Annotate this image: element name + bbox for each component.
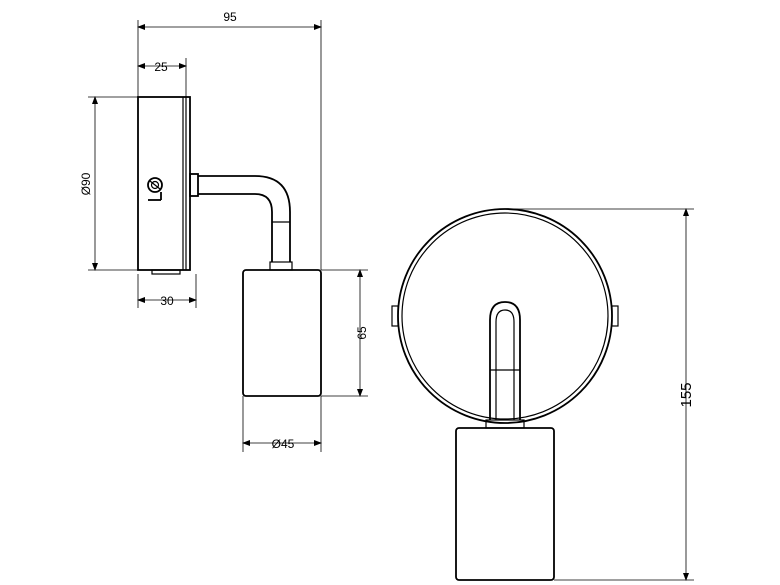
lamp-shade (242, 269, 322, 397)
screw-icon (147, 177, 163, 193)
dim-plate-offset: 30 (160, 294, 174, 308)
side-view (137, 96, 322, 397)
dim-plate-diameter: Ø90 (79, 172, 93, 195)
round-wall-plate (391, 208, 619, 424)
dim-total-width: 95 (223, 10, 237, 24)
lamp-arm (189, 173, 293, 271)
dim-total-height: 155 (678, 382, 695, 407)
front-arm (485, 301, 525, 429)
wall-plate (137, 96, 191, 275)
front-shade (455, 427, 555, 581)
dim-shade-height: 65 (355, 326, 369, 340)
dim-shade-diameter: Ø45 (272, 437, 295, 451)
dim-plate-depth: 25 (154, 60, 168, 74)
front-view (391, 208, 619, 581)
dimension-lines (88, 20, 694, 581)
